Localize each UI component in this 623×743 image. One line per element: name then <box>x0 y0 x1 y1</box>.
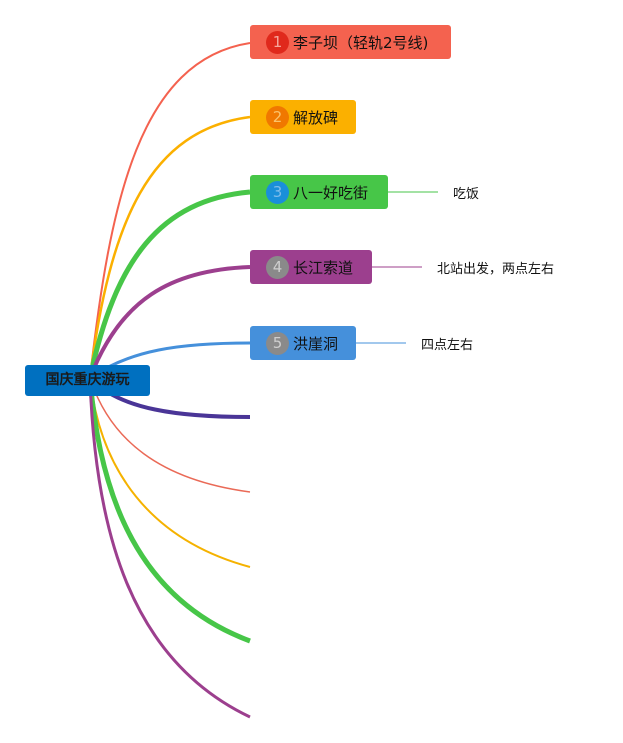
topic-5[interactable]: 5 洪崖洞 <box>250 326 356 360</box>
branch-line-1 <box>89 42 251 379</box>
topic-1[interactable]: 1 李子坝（轻轨2号线) <box>250 25 451 59</box>
root-topic[interactable]: 国庆重庆游玩 <box>25 365 150 396</box>
empty-branch-2 <box>89 377 251 493</box>
empty-branch-3 <box>89 377 251 568</box>
number-1-icon: 1 <box>266 30 289 54</box>
note-topic-5[interactable]: 四点左右 <box>421 338 474 353</box>
empty-branch-5 <box>88 377 251 719</box>
note-topic-4[interactable]: 北站出发，两点左右 <box>437 262 555 277</box>
branch-line-2 <box>88 115 251 379</box>
branch-line-3 <box>87 189 251 379</box>
topic-3-label: 八一好吃街 <box>293 183 369 202</box>
number-3-icon: 3 <box>266 180 289 204</box>
number-5-icon: 5 <box>266 331 289 355</box>
topic-5-label: 洪崖洞 <box>293 334 339 353</box>
topic-2-label: 解放碑 <box>293 108 339 127</box>
empty-branch-4 <box>87 377 251 644</box>
number-2-icon: 2 <box>266 105 289 129</box>
topic-3[interactable]: 3 八一好吃街 <box>250 175 388 209</box>
root-topic-label: 国庆重庆游玩 <box>45 372 130 388</box>
topic-4-label: 长江索道 <box>293 258 354 277</box>
branch-line-4 <box>88 265 251 379</box>
number-4-icon: 4 <box>266 255 289 279</box>
topic-1-label: 李子坝（轻轨2号线) <box>293 33 429 52</box>
note-topic-3[interactable]: 吃饭 <box>453 187 480 202</box>
topic-2[interactable]: 2 解放碑 <box>250 100 356 134</box>
topic-4[interactable]: 4 长江索道 <box>250 250 372 284</box>
